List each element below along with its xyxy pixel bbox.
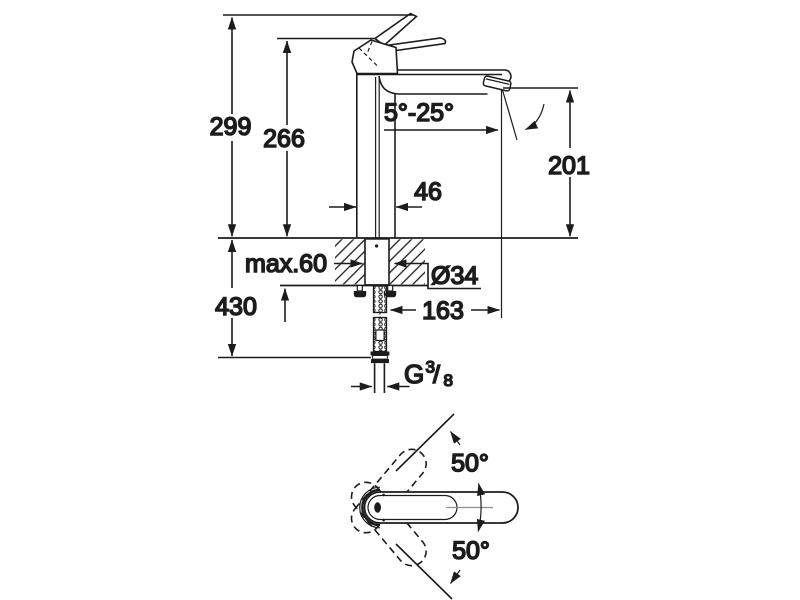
overall-height-label: 299 — [210, 113, 252, 141]
hose-sleeve — [375, 329, 385, 342]
hinge-dot-top — [382, 493, 385, 497]
lever-rear-blade — [373, 12, 418, 47]
lever-knuckle — [351, 39, 399, 75]
swivel-angle-upper-label: 50° — [451, 450, 489, 478]
faucet-outline — [351, 12, 518, 238]
dim-lever-height: 266 — [262, 40, 306, 237]
spout-projection-label: 163 — [422, 297, 464, 325]
spout-outlet-height-label: 201 — [548, 152, 590, 180]
dim-spout-angle: 5°-25° — [383, 98, 545, 135]
counter-hatch-right — [389, 239, 425, 285]
connection-tube — [373, 363, 386, 393]
hose-length-label: 430 — [215, 293, 257, 321]
hose-nut-mid — [372, 355, 388, 360]
water-jet-line — [501, 89, 518, 141]
handle-swivel-down-dashed — [350, 481, 427, 567]
handle-top-view — [359, 486, 519, 529]
pivot-pin — [374, 502, 381, 513]
lever-height-label: 266 — [263, 125, 305, 153]
lever-hidden-lines — [358, 41, 380, 68]
supply-hose — [370, 285, 390, 393]
swivel-angle-lower-label: 50° — [452, 537, 490, 565]
dim-hose-length: 430 — [214, 239, 258, 357]
counter-section — [218, 237, 578, 298]
body-inner-tube — [375, 77, 380, 238]
counter-hatch-left — [335, 239, 365, 285]
max-thickness-label: max.60 — [245, 250, 327, 278]
spout-top-edge — [356, 69, 512, 83]
swivel-dimension: 50° 50° — [450, 449, 490, 566]
dim-spout-projection: 163 — [389, 296, 501, 326]
thread-slash-label: / — [433, 361, 440, 389]
top-view: 50° 50° — [350, 413, 519, 600]
hose-nut-bottom — [371, 359, 389, 364]
thread-denominator-label: 8 — [444, 371, 453, 390]
thread-numerator-label: 3 — [426, 358, 435, 377]
angle-arc-arrow — [525, 103, 545, 131]
shank-center-dot — [375, 244, 379, 248]
spout-underside — [378, 75, 488, 95]
swivel-arc — [476, 482, 486, 533]
dim-spout-outlet-height: 201 — [547, 89, 591, 237]
hole-diameter-label: Ø34 — [431, 262, 478, 290]
dim-body-width: 46 — [329, 177, 443, 212]
handle-outline — [363, 491, 519, 524]
side-view: 299 266 201 46 5°-25° — [209, 12, 591, 393]
dim-hole-diameter: Ø34 — [393, 259, 481, 291]
hose-nut-top — [370, 351, 390, 356]
braided-hose-upper — [372, 285, 388, 314]
thread-g-label: G — [404, 359, 424, 389]
body-width-label: 46 — [414, 178, 442, 206]
handle-inner-line — [367, 494, 458, 521]
spout-angle-label: 5°-25° — [384, 99, 454, 127]
pivot-ring-inner — [361, 488, 381, 527]
pivot-ring-outer — [359, 486, 381, 529]
dim-thread: G 3 / 8 — [351, 357, 454, 391]
aerator — [482, 75, 512, 92]
swivel-extension-lines — [395, 413, 461, 600]
dim-overall-height: 299 — [209, 16, 252, 237]
hinge-dot-bottom — [382, 518, 385, 522]
dim-max-thickness: max.60 — [244, 249, 364, 322]
handle-swivel-up-dashed — [350, 448, 427, 534]
reference-lines — [218, 14, 578, 359]
lever-front-blade — [384, 37, 447, 53]
